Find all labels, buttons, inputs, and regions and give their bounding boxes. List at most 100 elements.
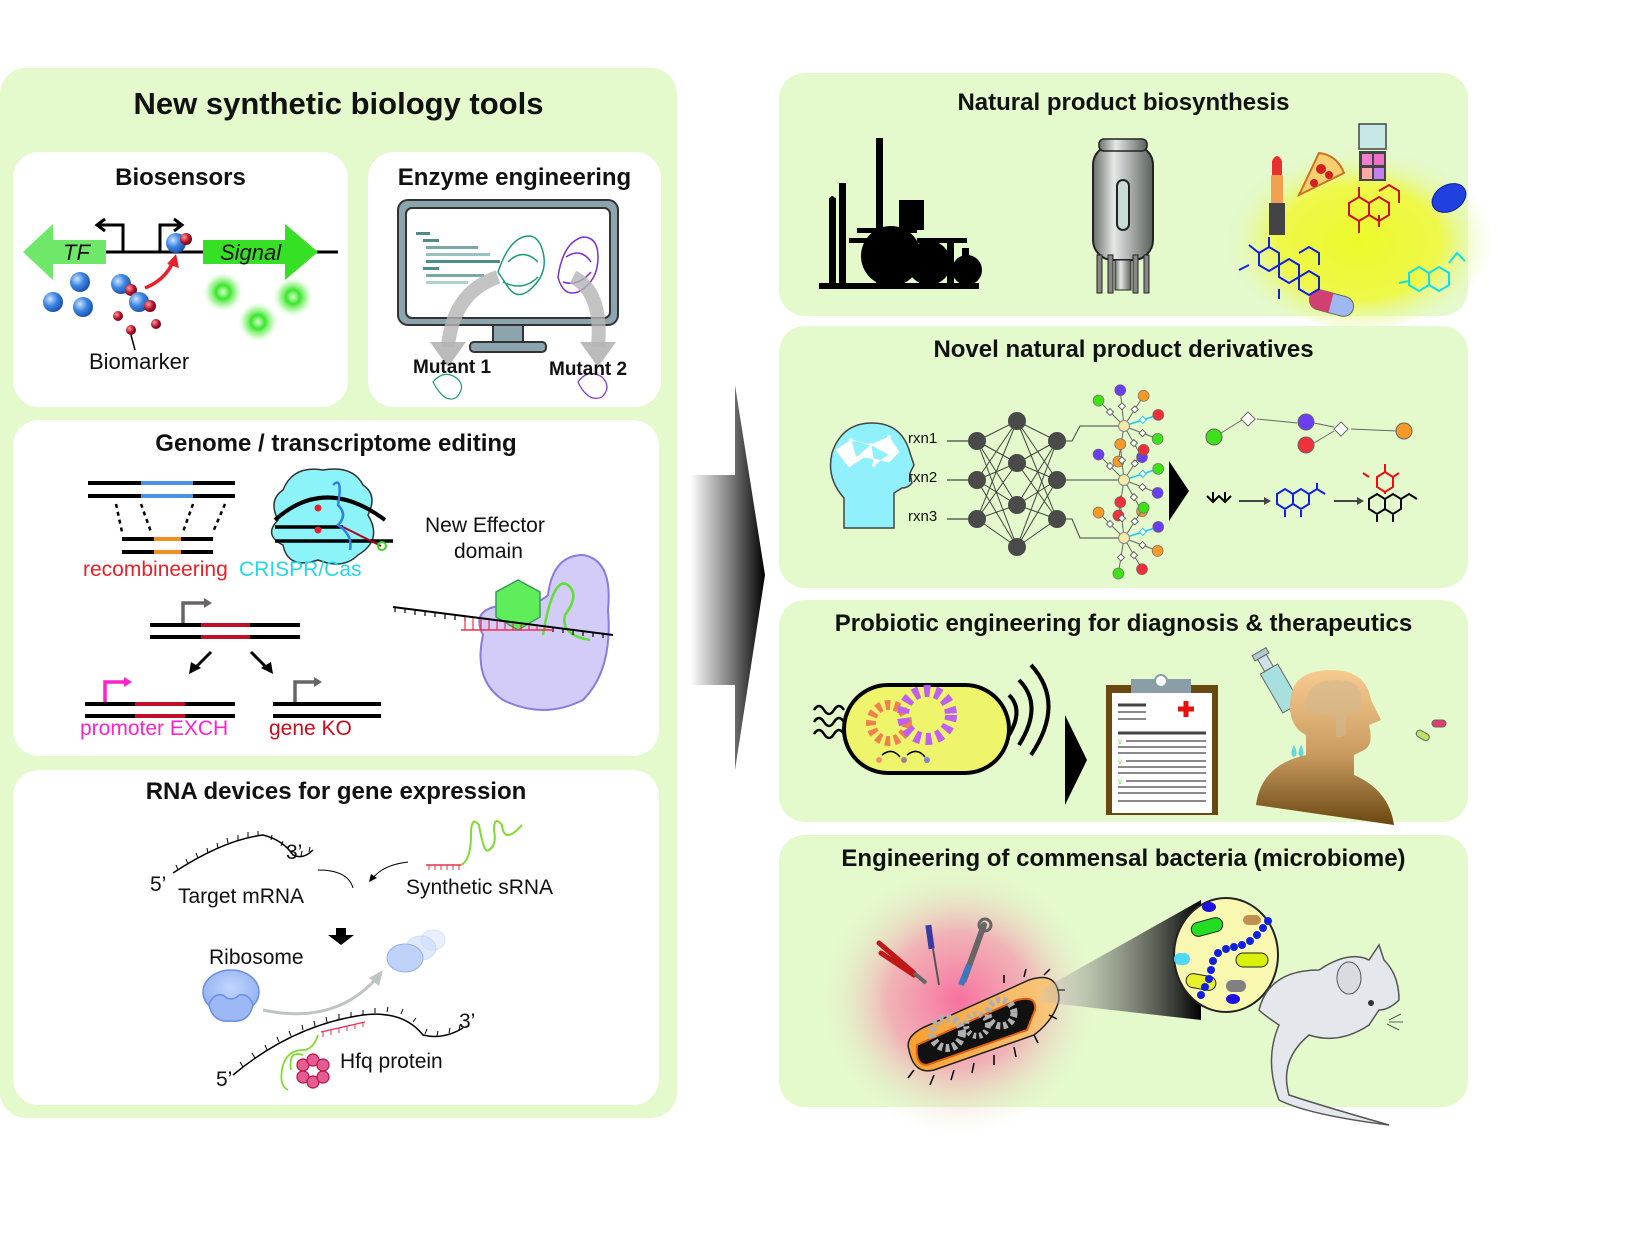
pliers-icon [876, 940, 928, 985]
microbiome-zoom-icon [1173, 897, 1279, 1013]
intermediate-node [1130, 405, 1140, 414]
bioreactor-icon [1092, 138, 1154, 294]
new-effector-domain-icon [392, 553, 614, 711]
ribosome-moving-icon [386, 929, 446, 973]
intermediate-node [1105, 461, 1115, 471]
precursor-node [1152, 463, 1165, 475]
intermediate-node [1117, 514, 1127, 523]
genome-editing-card: Genome / transcriptome editing [13, 420, 659, 756]
crispr-cas-icon [270, 468, 393, 565]
nn-node [1048, 510, 1066, 528]
ai-head-icon [829, 422, 915, 529]
clipboard-icon: vvv [1106, 674, 1218, 815]
nn-node [1008, 454, 1026, 472]
screwdriver-icon [925, 924, 940, 986]
pills-icon [1415, 719, 1447, 742]
target-gene-diagram [150, 598, 300, 674]
intermediate-node [1117, 456, 1127, 465]
intermediate-node [1105, 519, 1115, 529]
hfq-protein-icon [296, 1053, 330, 1089]
mutant1-structure [432, 373, 463, 400]
nn-edge [976, 440, 1018, 506]
nn-node [1048, 471, 1066, 489]
rna-title: RNA devices for gene expression [145, 778, 527, 805]
biomarker-molecule [151, 319, 161, 329]
nn-edge [976, 440, 1018, 548]
tf-protein [43, 292, 63, 312]
svg-text:v: v [1118, 757, 1122, 766]
tf-gene-arrow [23, 224, 106, 280]
input-label-rxn3: rxn3 [908, 508, 938, 525]
precursor-node [1152, 409, 1165, 421]
wrench-icon [958, 917, 993, 987]
nn-node [1048, 432, 1066, 450]
intermediate-node [1138, 428, 1147, 438]
gear-icon [963, 1011, 991, 1039]
gear-icon [984, 996, 1018, 1030]
intermediate-node [1138, 540, 1147, 550]
sequence-alignment [416, 232, 500, 284]
hfq-protein-label: Hfq protein [340, 1050, 443, 1073]
probiotic-engineering-panel: Probiotic engineering for diagnosis & th… [779, 600, 1468, 825]
natural-product-title: Natural product biosynthesis [957, 89, 1290, 116]
binding-arrow [372, 861, 409, 879]
engineered-bacterium-icon [819, 865, 1099, 1135]
promoter-exchange-diagram [85, 677, 235, 718]
synthetic-srna [426, 820, 523, 870]
red-molecule [1348, 183, 1400, 233]
product-node [1118, 420, 1130, 432]
precursor-node [1114, 438, 1127, 450]
mouse-icon [1258, 943, 1403, 1126]
signal-glow [273, 277, 313, 317]
biosensors-card: Biosensors [13, 152, 348, 407]
cyan-molecule [1398, 251, 1466, 293]
intermediate-node [1138, 415, 1148, 425]
capsule-blue-icon [1431, 183, 1467, 213]
crispr-label: CRISPR/Cas [239, 558, 362, 581]
precursor-node [1152, 521, 1165, 533]
biomarker-molecule [144, 300, 156, 312]
precursor-node [1151, 545, 1164, 557]
nn-node [968, 432, 986, 450]
recombineering-label: recombineering [83, 558, 228, 581]
reaction-pathway [1205, 411, 1413, 454]
intermediate-node [1138, 469, 1148, 479]
precursor-node [1112, 567, 1125, 580]
nn-edge [976, 462, 1018, 520]
gear-icon [928, 1014, 966, 1052]
ribosome-path-arrow [262, 978, 377, 1016]
nn-edge [1016, 462, 1058, 520]
intermediate-node [1129, 492, 1139, 502]
rna-devices-card: RNA devices for gene expression [13, 770, 659, 1105]
input-label-rxn2: rxn2 [908, 469, 938, 486]
tf-protein [129, 292, 149, 312]
intermediate-node [1116, 553, 1126, 562]
signal-glow [238, 302, 278, 342]
input-label-rxn1: rxn1 [908, 430, 938, 447]
intermediate-node [1129, 550, 1139, 560]
signal-waves-icon [1007, 663, 1051, 757]
precursor-node [1137, 444, 1150, 456]
nn-node [1008, 496, 1026, 514]
tf-label: TF [63, 240, 90, 265]
mutant1-label: Mutant 1 [413, 357, 492, 378]
biomarker-molecule [180, 233, 192, 245]
tf-protein [70, 272, 90, 292]
ribosome-label: Ribosome [209, 946, 304, 969]
gear-icon [897, 685, 957, 745]
mutation-arrowhead-left [430, 342, 466, 367]
eyeshadow-palette-icon [1358, 123, 1387, 181]
commensal-bacteria-panel: Engineering of commensal bacteria (micro… [779, 835, 1468, 1135]
next-step-arrow-icon [1065, 715, 1087, 805]
nn-node [968, 510, 986, 528]
biomarker-molecule [113, 311, 123, 321]
promoter-arrow-left [94, 217, 125, 252]
ribosome-path-arrowhead [369, 970, 383, 986]
precursor-node [1092, 448, 1105, 461]
nn-node [968, 471, 986, 489]
three-prime-label: 3’ [286, 841, 303, 864]
genome-editing-diagram [85, 468, 614, 718]
five-prime-label: 5’ [150, 873, 167, 896]
natural-products-icon [1224, 123, 1494, 328]
precursor-node [1137, 390, 1150, 402]
